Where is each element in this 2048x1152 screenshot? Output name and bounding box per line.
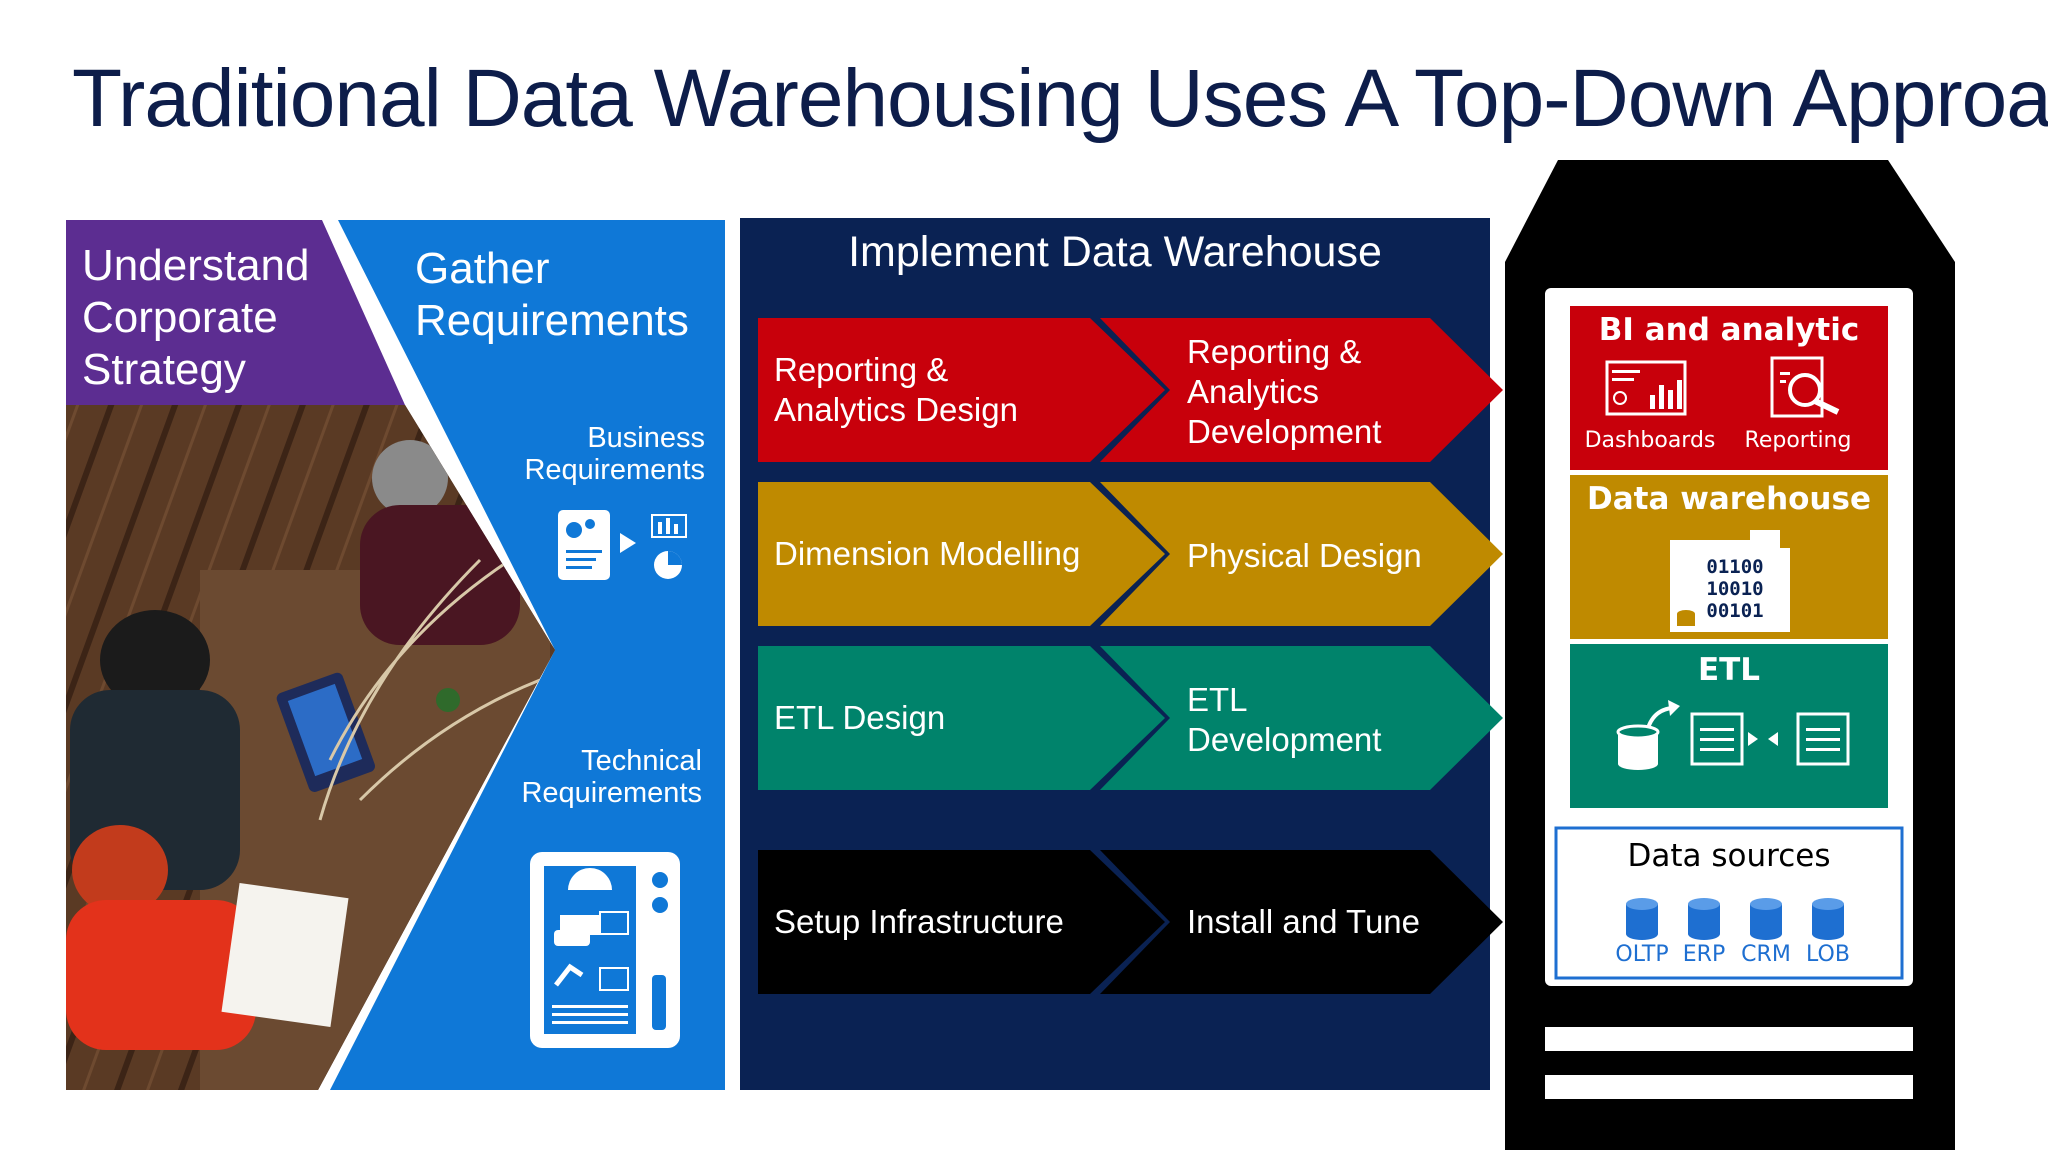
arrow-setup-infrastructure [758,850,1165,994]
dw-binary: 01100 10010 00101 [1706,556,1764,622]
arrow-reporting-development [1100,318,1503,462]
label-reporting-design: Reporting & Analytics Design [774,351,1018,428]
oltp-db-icon [1626,898,1658,940]
arrow-etl-development [1100,646,1503,790]
page-title: Traditional Data Warehousing Uses A Top-… [72,53,2048,144]
business-requirements-icon [558,510,687,580]
data-sources-block [1554,826,1904,980]
label-setup-infrastructure: Setup Infrastructure [774,903,1064,940]
dashboards-label: Dashboards [1584,428,1716,453]
label-etl-development: ETL Development [1187,681,1382,758]
understand-strategy-panel [66,220,405,405]
gather-requirements-label: Gather Requirements [415,244,689,345]
understand-strategy-label: Understand Corporate Strategy [82,241,310,394]
data-sources-title: Data sources [1627,838,1831,874]
dashboards-icon [1605,360,1687,416]
technical-requirements-icon [530,852,680,1048]
label-reporting-development: Reporting & Analytics Development [1187,333,1382,450]
arrow-reporting-design [758,318,1165,462]
bi-block [1570,306,1888,470]
lob-db-icon [1812,898,1844,940]
label-etl-design: ETL Design [774,699,946,736]
etl-transfer-icon [1690,712,1850,766]
etl-database-icon [1616,700,1680,770]
source-oltp-label: OLTP [1615,942,1669,967]
arrow-install-tune [1100,850,1503,994]
dw-document-icon [1670,530,1790,632]
data-source-icons [1626,898,1844,940]
source-erp-label: ERP [1682,942,1726,967]
server-vent-1 [1545,1027,1913,1051]
arrow-physical-design [1100,482,1503,626]
erp-db-icon [1688,898,1720,940]
arrow-etl-design [758,646,1165,790]
label-physical-design: Physical Design [1187,537,1422,574]
dw-title: Data warehouse [1587,481,1871,517]
bi-title: BI and analytic [1598,312,1860,348]
arrow-dimension-modelling [758,482,1165,626]
source-lob-label: LOB [1806,942,1850,967]
crm-db-icon [1750,898,1782,940]
business-requirements-label: Business Requirements [524,422,705,486]
technical-requirements-label: Technical Requirements [521,745,702,809]
label-install-tune: Install and Tune [1187,903,1420,940]
server-vent-2 [1545,1075,1913,1099]
etl-block [1570,644,1888,808]
source-crm-label: CRM [1741,942,1791,967]
reporting-label: Reporting [1744,428,1852,453]
etl-title: ETL [1697,652,1761,688]
reporting-icon [1770,356,1840,418]
implement-title: Implement Data Warehouse [848,228,1382,276]
label-dimension-modelling: Dimension Modelling [774,535,1081,572]
